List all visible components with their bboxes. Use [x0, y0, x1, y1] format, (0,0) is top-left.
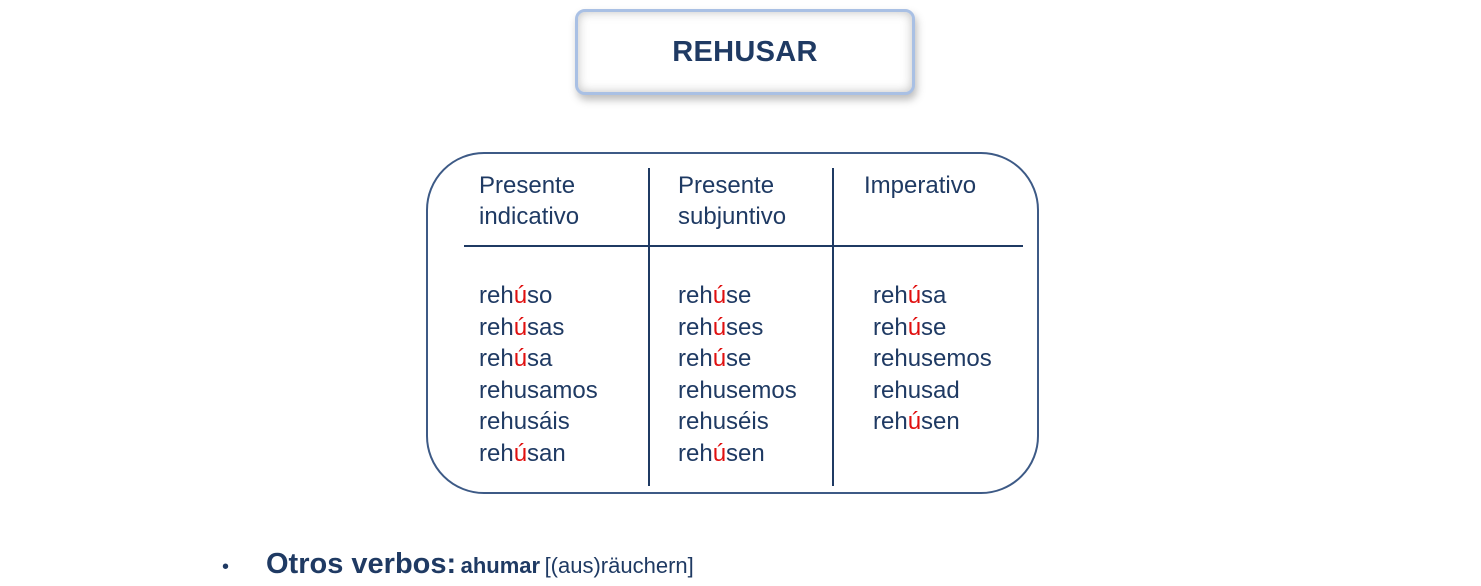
header-divider: [464, 245, 1023, 247]
verb-form: rehusemos: [678, 376, 797, 404]
column-header-imperativo: Imperativo: [864, 172, 977, 199]
verb-form: rehúsan: [479, 439, 566, 467]
verb-form: rehúsas: [479, 313, 565, 341]
column-header-presente-subjuntivo: Presente subjuntivo: [678, 172, 787, 230]
verb-translation: [(aus)räuchern]: [544, 553, 694, 578]
verb-form: rehusamos: [479, 376, 598, 404]
page-title: REHUSAR: [672, 35, 818, 68]
verb-form: rehusad: [873, 376, 960, 404]
verb-form: rehúso: [479, 282, 553, 309]
column-header-presente-indicativo: Presente indicativo: [479, 172, 580, 230]
verb-form: rehúsa: [873, 282, 947, 309]
verb-form: rehúsen: [873, 408, 960, 436]
other-verb: ahumar: [460, 553, 541, 578]
forms-presente-indicativo: rehúso rehúsas rehúsa rehusamos rehusáis…: [479, 280, 598, 470]
column-divider-1: [648, 168, 650, 486]
forms-presente-subjuntivo: rehúse rehúses rehúse rehusemos rehuséis…: [678, 280, 797, 470]
verb-form: rehuséis: [678, 408, 769, 436]
verb-form: rehúses: [678, 313, 764, 341]
forms-imperativo: rehúsa rehúse rehusemos rehusad rehúsen: [873, 280, 992, 438]
verb-form: rehúsen: [678, 439, 765, 467]
other-verbs-line: • Otros verbos: ahumar [(aus)räuchern]: [222, 548, 694, 581]
verb-form: rehusemos: [873, 345, 992, 373]
verb-form: rehúsa: [479, 345, 553, 373]
verb-form: rehusáis: [479, 408, 570, 436]
verb-form: rehúse: [873, 313, 947, 341]
conjugation-table: [426, 152, 1039, 494]
title-box: REHUSAR: [575, 9, 915, 95]
column-divider-2: [832, 168, 834, 486]
other-verbs-label: Otros verbos:: [266, 548, 457, 580]
verb-form: rehúse: [678, 282, 752, 309]
bullet-icon: •: [222, 556, 230, 578]
verb-form: rehúse: [678, 345, 752, 373]
